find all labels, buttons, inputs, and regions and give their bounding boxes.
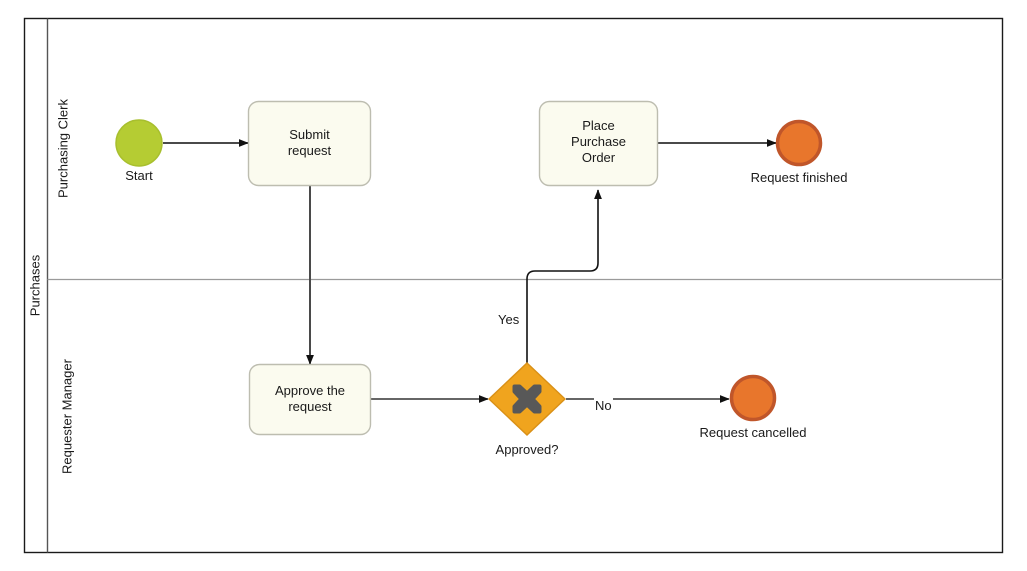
lane-name-requester-manager: Requester Manager (59, 359, 75, 474)
task-approve-the-request[interactable] (248, 363, 372, 436)
gateway-exclusive-x-icon (512, 384, 542, 414)
lane-name-purchasing-clerk: Purchasing Clerk (55, 99, 71, 198)
start-event[interactable] (115, 119, 163, 167)
end-event-request-cancelled[interactable] (729, 374, 777, 422)
task-submit-request[interactable] (247, 100, 372, 187)
pool-name-purchases: Purchases (27, 254, 43, 317)
end-event-request-finished[interactable] (775, 119, 823, 167)
flow-label-yes: Yes (497, 312, 521, 327)
pool-frame (23, 17, 1004, 554)
flow-label-no: No (594, 398, 613, 413)
task-place-purchase-order[interactable] (538, 100, 659, 187)
start-event-label: Start (125, 168, 153, 183)
gateway-approved-label: Approved? (495, 442, 559, 457)
end-event-request-finished-label: Request finished (750, 170, 848, 185)
flow-gateway-yes (526, 189, 602, 363)
end-event-request-cancelled-label: Request cancelled (699, 425, 807, 440)
